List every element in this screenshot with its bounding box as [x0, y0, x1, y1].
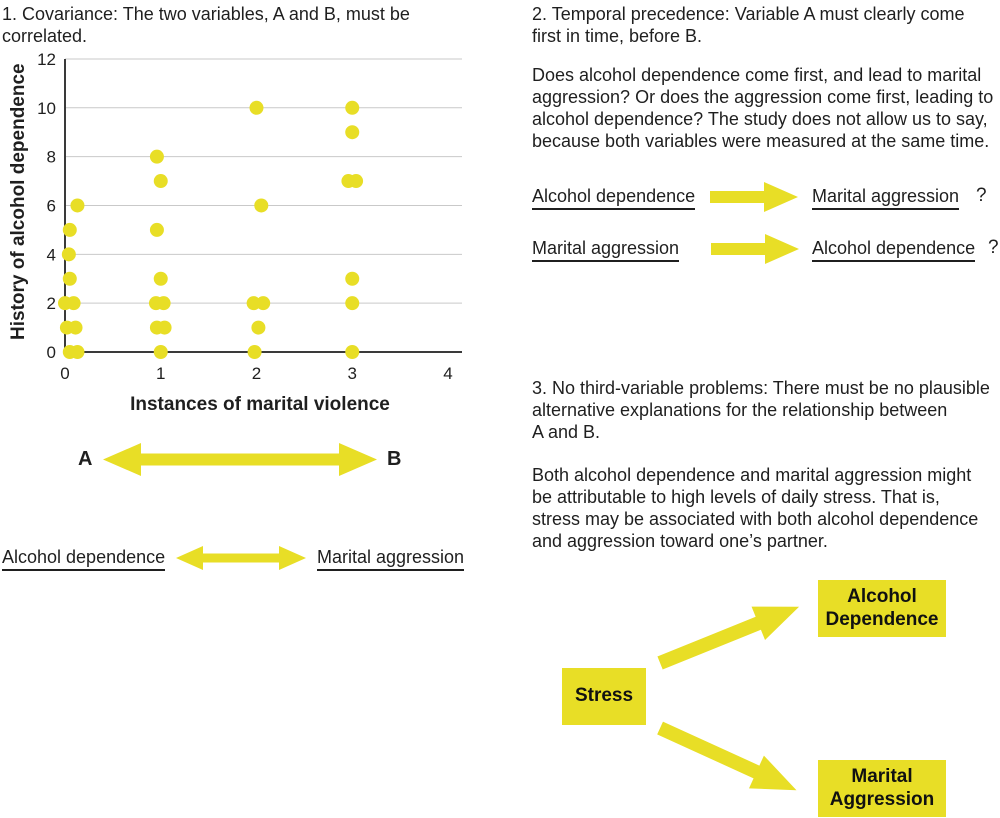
svg-text:0: 0 — [60, 364, 69, 383]
svg-text:2: 2 — [252, 364, 261, 383]
row1-to-term: Marital aggression — [812, 185, 960, 210]
double-arrow-icon — [103, 441, 377, 478]
covariance-left-term-text: Alcohol dependence — [2, 547, 166, 571]
svg-text:2: 2 — [47, 294, 56, 313]
covariance-right-term: Marital aggression — [317, 546, 465, 571]
row2-from-text: Marital aggression — [532, 238, 680, 262]
diagonal-arrow-down-icon — [652, 710, 805, 809]
row1-from-term: Alcohol dependence — [532, 185, 696, 210]
covariance-left-term: Alcohol dependence — [2, 546, 166, 571]
right-arrow-icon — [710, 180, 798, 214]
svg-text:4: 4 — [443, 364, 452, 383]
panel2-heading: 2. Temporal precedence: Variable A must … — [532, 4, 965, 46]
svg-text:3: 3 — [348, 364, 357, 383]
variable-a-label: A — [78, 448, 93, 470]
svg-text:0: 0 — [47, 343, 56, 362]
panel2-body: Does alcohol dependence come first, and … — [532, 65, 994, 151]
double-arrow-icon — [176, 543, 306, 573]
svg-text:12: 12 — [37, 52, 56, 69]
svg-text:6: 6 — [47, 196, 56, 215]
svg-text:10: 10 — [37, 99, 56, 118]
x-axis-title: Instances of marital violence — [130, 394, 390, 415]
diagonal-arrow-up-icon — [653, 588, 807, 681]
stress-box: Stress — [562, 668, 646, 725]
panel1-heading: 1. Covariance: The two variables, A and … — [2, 4, 410, 46]
svg-text:1: 1 — [156, 364, 165, 383]
row2-to-text: Alcohol dependence — [812, 238, 976, 262]
row2-to-term: Alcohol dependence — [812, 237, 976, 262]
svg-text:8: 8 — [47, 148, 56, 167]
variable-b-label: B — [387, 448, 402, 470]
panel3-body: Both alcohol dependence and marital aggr… — [532, 465, 979, 551]
row1-question-mark: ? — [976, 185, 987, 206]
svg-text:4: 4 — [47, 245, 56, 264]
row1-to-text: Marital aggression — [812, 186, 960, 210]
marital-aggression-box: Marital Aggression — [818, 760, 946, 817]
covariance-right-term-text: Marital aggression — [317, 547, 465, 571]
row2-from-term: Marital aggression — [532, 237, 680, 262]
row2-question-mark: ? — [988, 237, 999, 258]
right-arrow-icon — [711, 232, 799, 266]
row1-from-text: Alcohol dependence — [532, 186, 696, 210]
alcohol-dependence-box: Alcohol Dependence — [818, 580, 946, 637]
panel3-heading: 3. No third-variable problems: There mus… — [532, 378, 990, 442]
